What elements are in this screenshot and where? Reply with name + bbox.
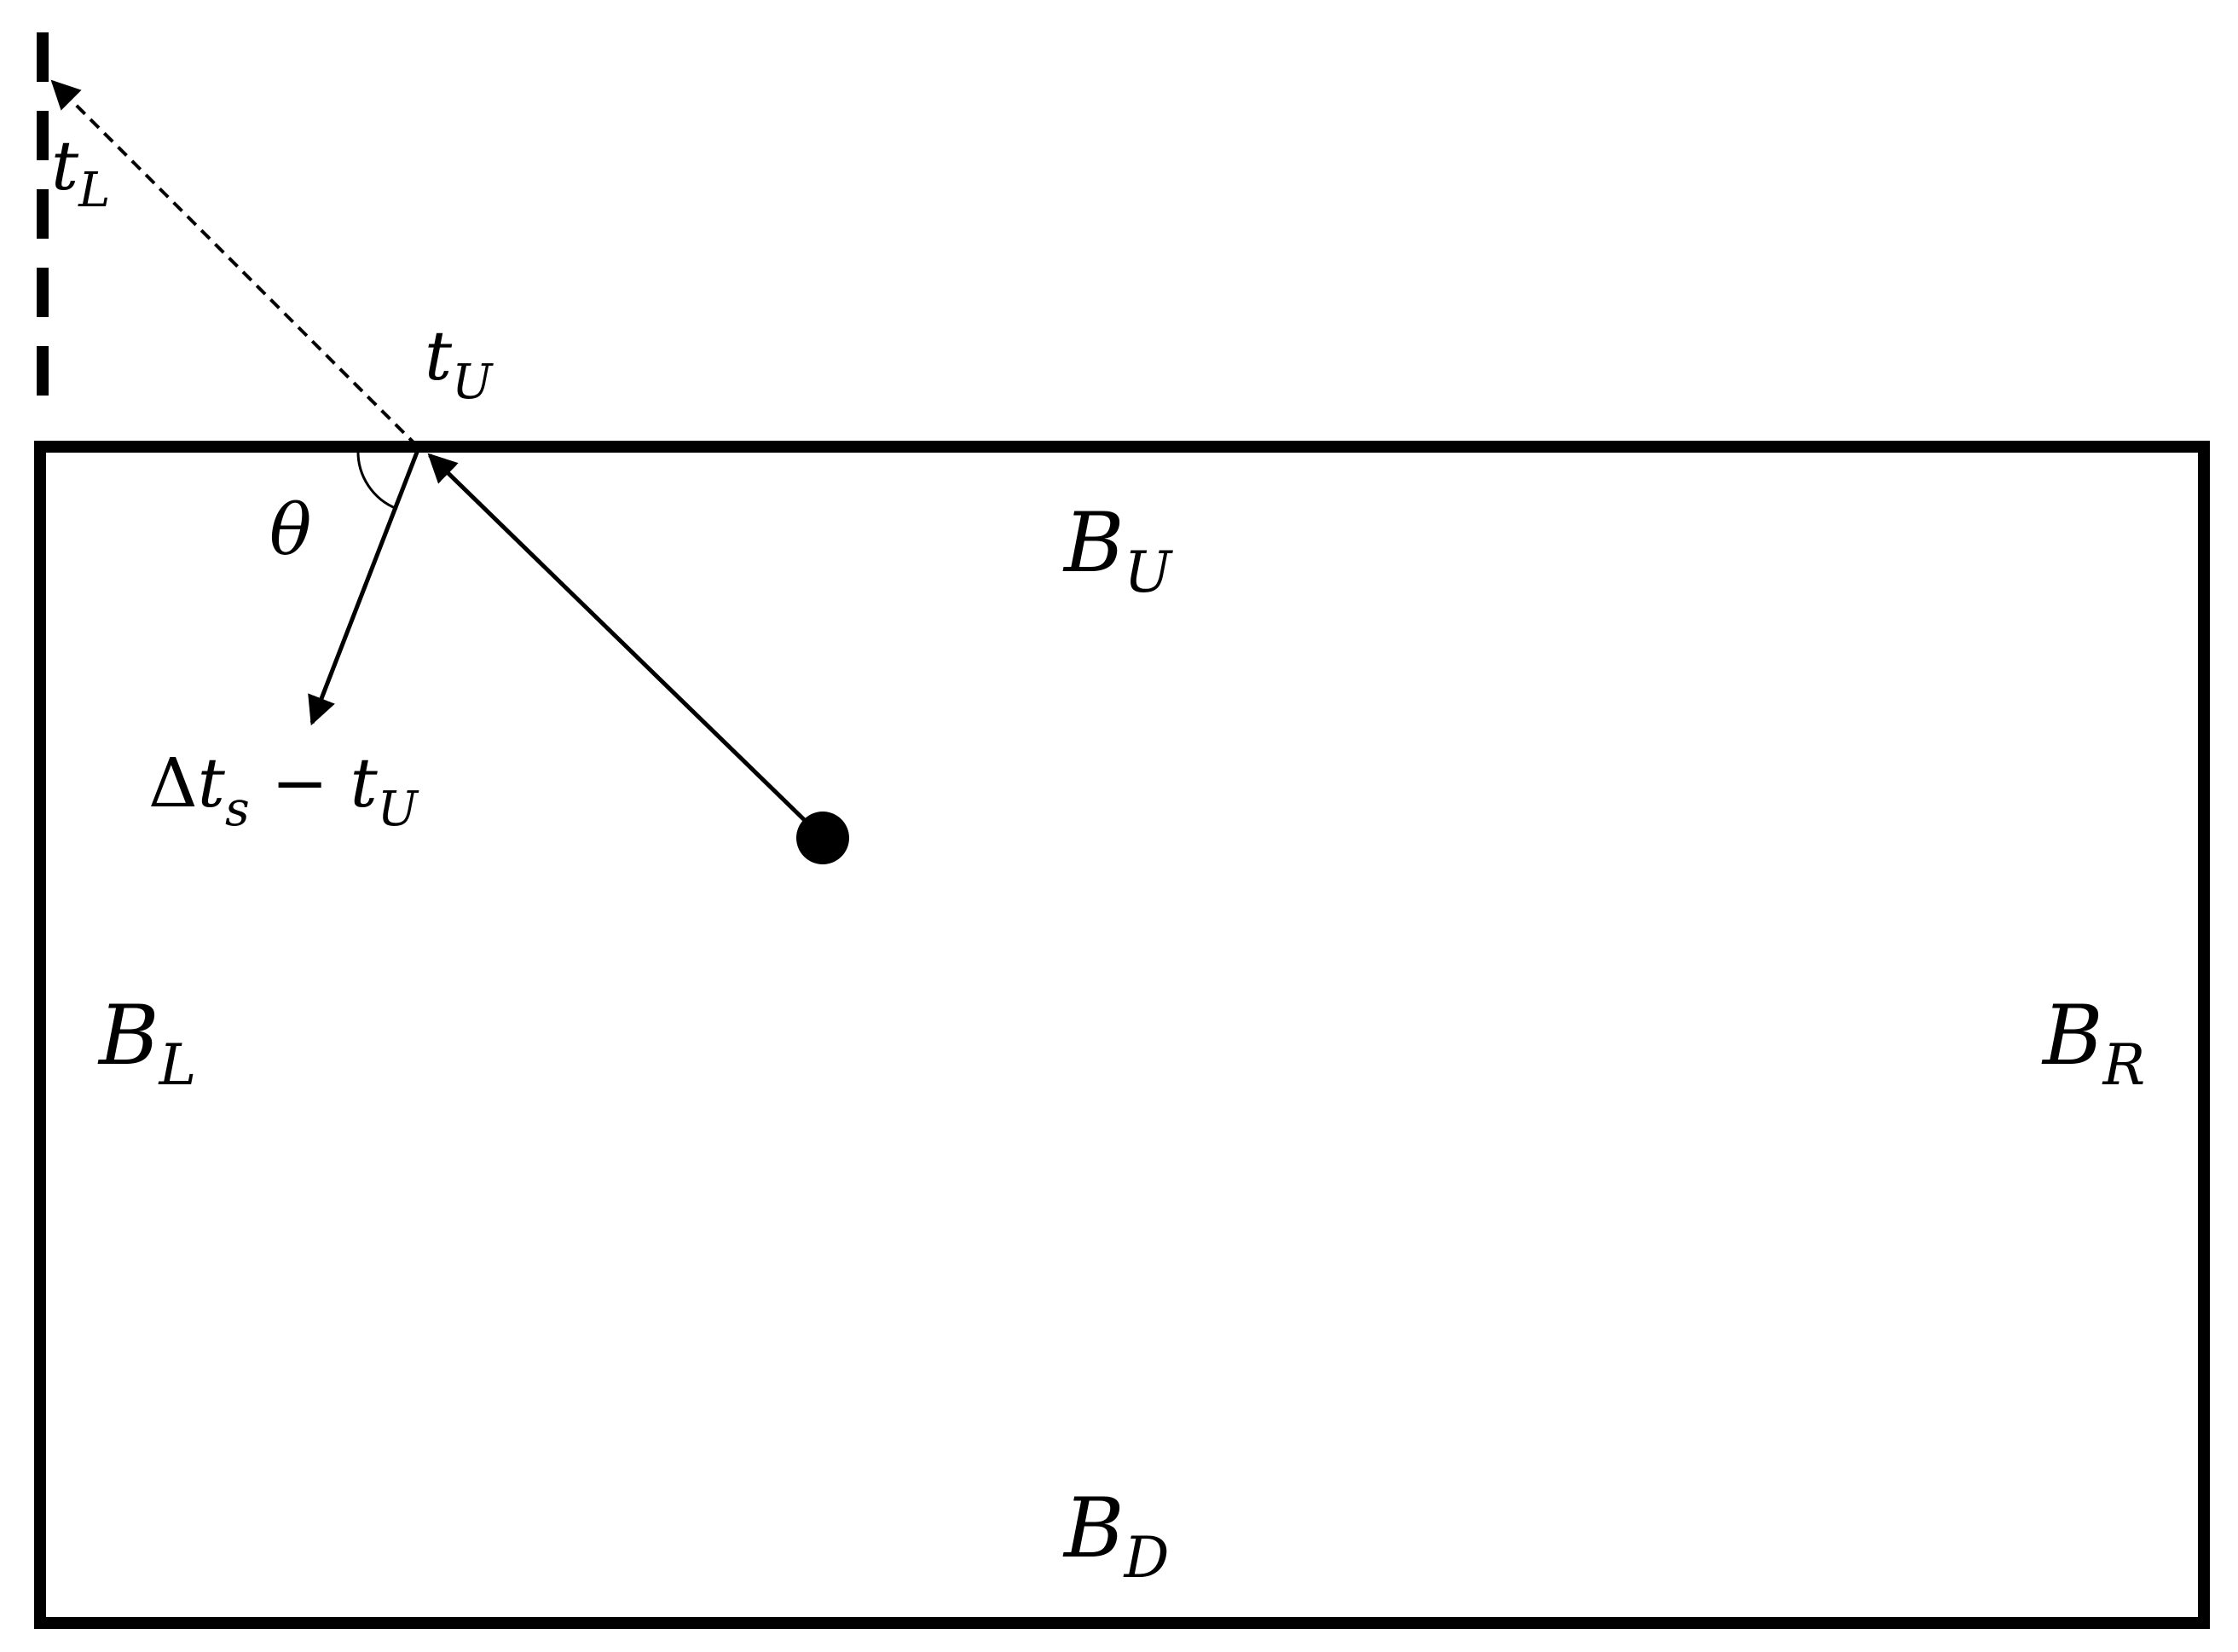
label-B-R: BR [2041,988,2145,1098]
label-step-base2: t [350,743,379,823]
label-step-sub-U: U [378,782,419,837]
label-step-sub-s: s [225,782,250,837]
label-step-expression: Δts − tU [148,743,419,837]
reflected-path-arrow [308,449,420,726]
particle-dot [796,812,849,864]
label-B-L: BL [97,988,196,1098]
label-B-U: BU [1062,495,1174,605]
label-B-L-base: B [97,988,159,1083]
label-B-R-base: B [2041,988,2103,1083]
label-B-D-sub: D [1124,1525,1170,1591]
label-theta: θ [269,490,311,571]
label-t-L: tL [51,126,110,218]
label-B-R-sub: R [2102,1032,2146,1098]
domain-boundary [34,441,2210,1629]
label-step-base: t [198,743,226,823]
label-t-U-base: t [425,316,453,396]
theta-angle-arc [356,449,398,511]
label-B-D: BD [1062,1481,1169,1591]
label-B-U-sub: U [1125,540,1174,605]
label-step-minus: − [250,743,350,823]
label-t-U: tU [425,316,494,410]
label-theta-symbol: θ [269,490,311,571]
label-B-L-sub: L [159,1032,197,1098]
extended-path-dashed-arrow [50,79,419,448]
label-t-L-sub: L [78,163,110,218]
label-step-delta: Δ [148,743,198,823]
label-B-D-base: B [1062,1481,1125,1576]
label-t-U-sub: U [452,355,494,410]
label-t-L-base: t [51,126,79,205]
label-B-U-base: B [1062,495,1125,591]
particle-path-arrow [427,453,820,835]
